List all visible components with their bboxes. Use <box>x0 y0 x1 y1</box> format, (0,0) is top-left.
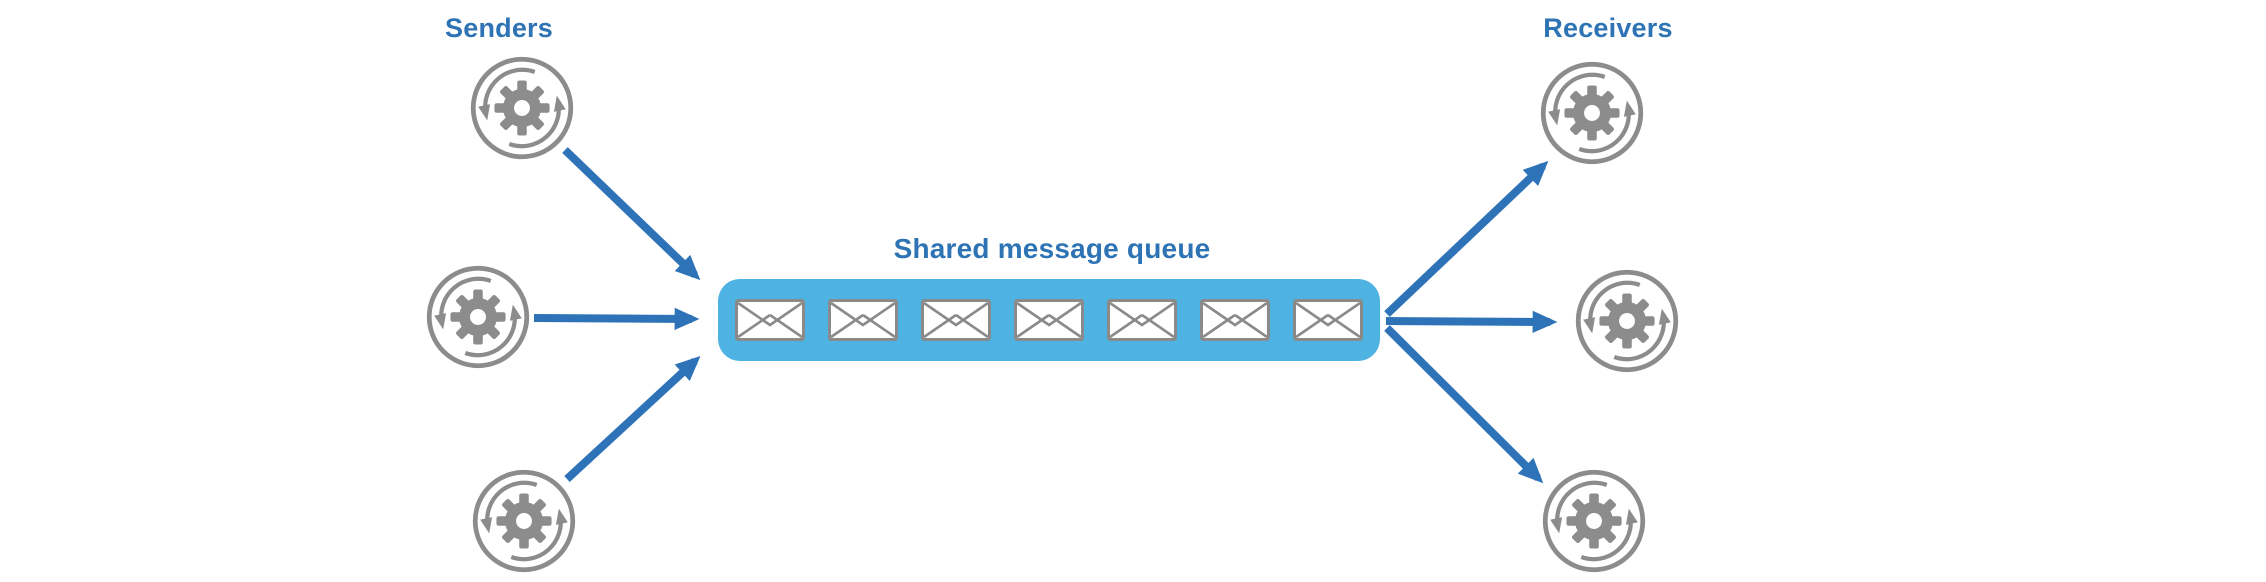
arrow-queue-to-receiver2 <box>1385 310 1558 334</box>
arrow-sender3-to-queue <box>564 355 701 482</box>
receivers-label: Receivers <box>1543 13 1673 43</box>
receiver-gear-sync-icon-1 <box>1539 60 1645 166</box>
receiver-gear-sync-icon-3 <box>1541 468 1647 574</box>
envelope-icon <box>921 299 991 341</box>
envelope-icon <box>828 299 898 341</box>
sender-gear-sync-icon-2 <box>425 264 531 370</box>
envelope-icon <box>735 299 805 341</box>
envelope-icon <box>1200 299 1270 341</box>
envelope-icon <box>1107 299 1177 341</box>
arrow-sender1-to-queue <box>562 147 701 281</box>
arrow-queue-to-receiver3 <box>1384 325 1544 484</box>
receiver-gear-sync-icon-2 <box>1574 268 1680 374</box>
shared-message-queue-box <box>718 279 1380 361</box>
senders-label: Senders <box>445 13 553 43</box>
arrow-sender2-to-queue <box>533 307 700 331</box>
envelope-icon <box>1014 299 1084 341</box>
sender-gear-sync-icon-3 <box>471 468 577 574</box>
arrow-queue-to-receiver1 <box>1384 160 1549 317</box>
queue-label: Shared message queue <box>893 233 1211 264</box>
sender-gear-sync-icon-1 <box>469 55 575 161</box>
envelope-icon <box>1293 299 1363 341</box>
